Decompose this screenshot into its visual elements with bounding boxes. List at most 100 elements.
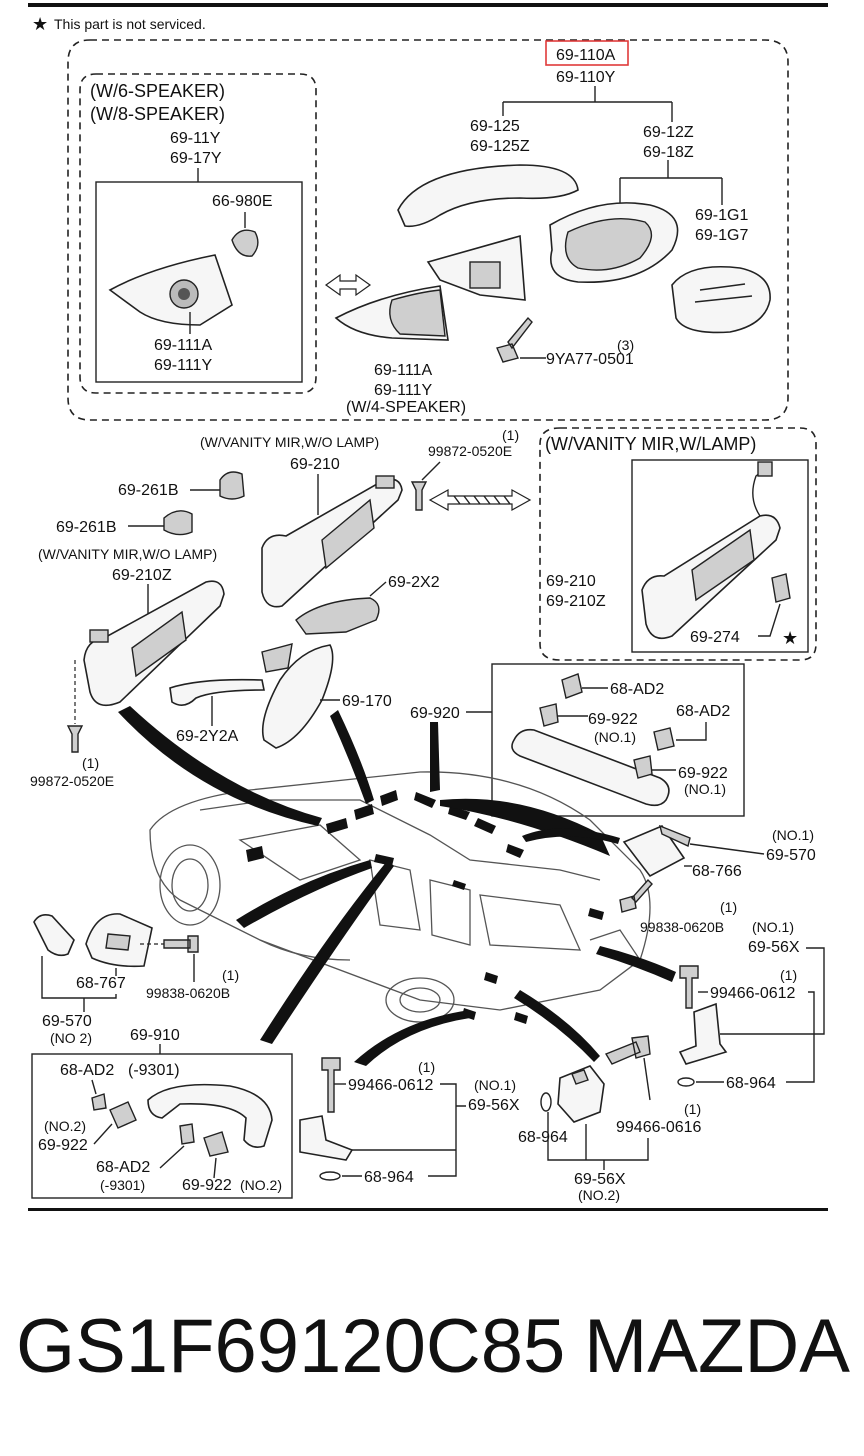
part-68-964-c[interactable]: 68-964 bbox=[726, 1075, 776, 1092]
part-69-210z-lamp[interactable]: 69-210Z bbox=[546, 593, 606, 610]
part-69-111a-4spk[interactable]: 69-111A bbox=[374, 362, 432, 379]
bracket-right-tree bbox=[720, 947, 825, 1083]
speaker-title-8: (W/8-SPEAKER) bbox=[90, 104, 225, 124]
part-69-922-left[interactable]: 69-922 bbox=[38, 1137, 88, 1154]
part-99872-0520e-a[interactable]: 99872-0520E bbox=[428, 443, 512, 459]
top-rule bbox=[28, 3, 828, 7]
bolt-center-qty: (1) bbox=[418, 1059, 435, 1075]
visor-210-clip bbox=[375, 475, 395, 489]
part-69-110y[interactable]: 69-110Y bbox=[556, 69, 616, 86]
console-box bbox=[491, 663, 745, 817]
part-68-ad2-mid[interactable]: 68-AD2 bbox=[96, 1159, 150, 1176]
screw1-drawing bbox=[410, 481, 428, 511]
part-69-110a[interactable]: 69-110A bbox=[556, 47, 616, 64]
part-69-1g7[interactable]: 69-1G7 bbox=[695, 227, 748, 244]
visor-title-2: (W/VANITY MIR,W/O LAMP) bbox=[38, 546, 217, 562]
part-69-111a[interactable]: 69-111A bbox=[154, 337, 212, 354]
part-99466-0612-b[interactable]: 99466-0612 bbox=[710, 985, 796, 1002]
bulb-drawing bbox=[771, 573, 791, 603]
part-68-767[interactable]: 68-767 bbox=[76, 975, 126, 992]
clip-b-leader bbox=[676, 722, 707, 741]
part-69-210[interactable]: 69-210 bbox=[290, 456, 340, 473]
part-69-570-a[interactable]: 69-570 bbox=[766, 847, 816, 864]
mirror-bolt-drawing bbox=[496, 316, 533, 363]
hook-left-bracket bbox=[41, 956, 117, 1012]
hook-570-leader bbox=[689, 843, 765, 855]
part-69-1g1[interactable]: 69-1G1 bbox=[695, 207, 748, 224]
mid-clip-note: (-9301) bbox=[100, 1177, 145, 1193]
hook-68-766-drawing bbox=[622, 825, 686, 878]
part-69-125z[interactable]: 69-125Z bbox=[470, 138, 530, 155]
part-68-ad2-a[interactable]: 68-AD2 bbox=[610, 681, 664, 698]
part-69-56x-b[interactable]: 69-56X bbox=[574, 1171, 626, 1188]
screw-left-drawing bbox=[163, 935, 199, 953]
part-9ya77-0501[interactable]: 9YA77-0501 bbox=[546, 351, 634, 368]
part-69-274[interactable]: 69-274 bbox=[690, 629, 740, 646]
grip-box bbox=[31, 1053, 293, 1199]
part-69-922-b[interactable]: 69-922 bbox=[678, 765, 728, 782]
part-99872-0520e-b[interactable]: 99872-0520E bbox=[30, 773, 114, 789]
part-68-ad2-b[interactable]: 68-AD2 bbox=[676, 703, 730, 720]
grip-left-note: (NO.2) bbox=[44, 1118, 86, 1134]
part-68-964-a[interactable]: 68-964 bbox=[364, 1169, 414, 1186]
part-69-910[interactable]: 69-910 bbox=[130, 1027, 180, 1044]
lamp-wire bbox=[752, 467, 767, 517]
cover-4spk-shade bbox=[389, 289, 446, 337]
bolt-lower-leader bbox=[643, 1057, 651, 1101]
grip-right-leader bbox=[213, 1157, 217, 1179]
part-69-261b-a[interactable]: 69-261B bbox=[118, 482, 179, 499]
clip-a-drawing bbox=[561, 673, 583, 699]
part-69-56x-c[interactable]: 69-56X bbox=[748, 939, 800, 956]
part-69-125[interactable]: 69-125 bbox=[470, 118, 520, 135]
part-69-2y2a[interactable]: 69-2Y2A bbox=[176, 728, 239, 745]
console-drawing bbox=[511, 728, 670, 807]
part-68-964-b[interactable]: 68-964 bbox=[518, 1129, 568, 1146]
lamp-connector bbox=[757, 461, 773, 477]
bolt-center-drawing bbox=[321, 1057, 341, 1113]
part-69-210z[interactable]: 69-210Z bbox=[112, 567, 172, 584]
part-69-261b-b[interactable]: 69-261B bbox=[56, 519, 117, 536]
part-99466-0616[interactable]: 99466-0616 bbox=[616, 1119, 702, 1136]
part-69-210-lamp[interactable]: 69-210 bbox=[546, 573, 596, 590]
part-69-17y[interactable]: 69-17Y bbox=[170, 150, 222, 167]
lamp-star-icon: ★ bbox=[782, 628, 798, 648]
bottom-rule bbox=[28, 1208, 828, 1211]
clip-top-leader bbox=[91, 1079, 97, 1095]
highlight-box[interactable] bbox=[545, 40, 629, 66]
hook-570-qty: (NO.1) bbox=[772, 827, 814, 843]
part-69-920[interactable]: 69-920 bbox=[410, 705, 460, 722]
part-69-111y[interactable]: 69-111Y bbox=[154, 357, 212, 374]
part-66-980e[interactable]: 66-980E bbox=[212, 193, 273, 210]
washer-lower-drawing bbox=[540, 1092, 552, 1112]
bolt-right-drawing bbox=[679, 965, 699, 1009]
part-99838-0620b-a[interactable]: 99838-0620B bbox=[640, 919, 724, 935]
part-69-18z[interactable]: 69-18Z bbox=[643, 144, 694, 161]
clip-c-drawing bbox=[539, 703, 559, 727]
bracket-lower-drawing bbox=[557, 1065, 605, 1123]
clip-top-note: (-9301) bbox=[128, 1062, 180, 1079]
part-68-766[interactable]: 68-766 bbox=[692, 863, 742, 880]
mirror-housing-inner bbox=[564, 218, 653, 271]
cover-2x2-leader bbox=[369, 581, 387, 597]
glass-hatch bbox=[694, 283, 753, 303]
grip-right-mount bbox=[203, 1131, 229, 1157]
rear-mirror-stem bbox=[261, 643, 293, 673]
part-69-922-a[interactable]: 69-922 bbox=[588, 711, 638, 728]
bracket-right-drawing bbox=[678, 1002, 728, 1065]
part-69-922-right[interactable]: 69-922 bbox=[182, 1177, 232, 1194]
part-69-570-b[interactable]: 69-570 bbox=[42, 1013, 92, 1030]
pointer-arrows bbox=[118, 706, 676, 1066]
arrow-speaker-cover bbox=[324, 273, 372, 297]
part-69-56x-a[interactable]: 69-56X bbox=[468, 1097, 520, 1114]
part-99838-0620b-b[interactable]: 99838-0620B bbox=[146, 985, 230, 1001]
part-69-170[interactable]: 69-170 bbox=[342, 693, 392, 710]
part-69-111y-4spk[interactable]: 69-111Y bbox=[374, 382, 432, 399]
part-69-12z[interactable]: 69-12Z bbox=[643, 124, 694, 141]
part-69-2x2[interactable]: 69-2X2 bbox=[388, 574, 440, 591]
part-68-ad2-top[interactable]: 68-AD2 bbox=[60, 1062, 114, 1079]
part-69-11y[interactable]: 69-11Y bbox=[170, 130, 221, 147]
screw1-leader bbox=[421, 461, 441, 481]
visor-210-mirror bbox=[321, 498, 375, 570]
part-99466-0612-a[interactable]: 99466-0612 bbox=[348, 1077, 434, 1094]
